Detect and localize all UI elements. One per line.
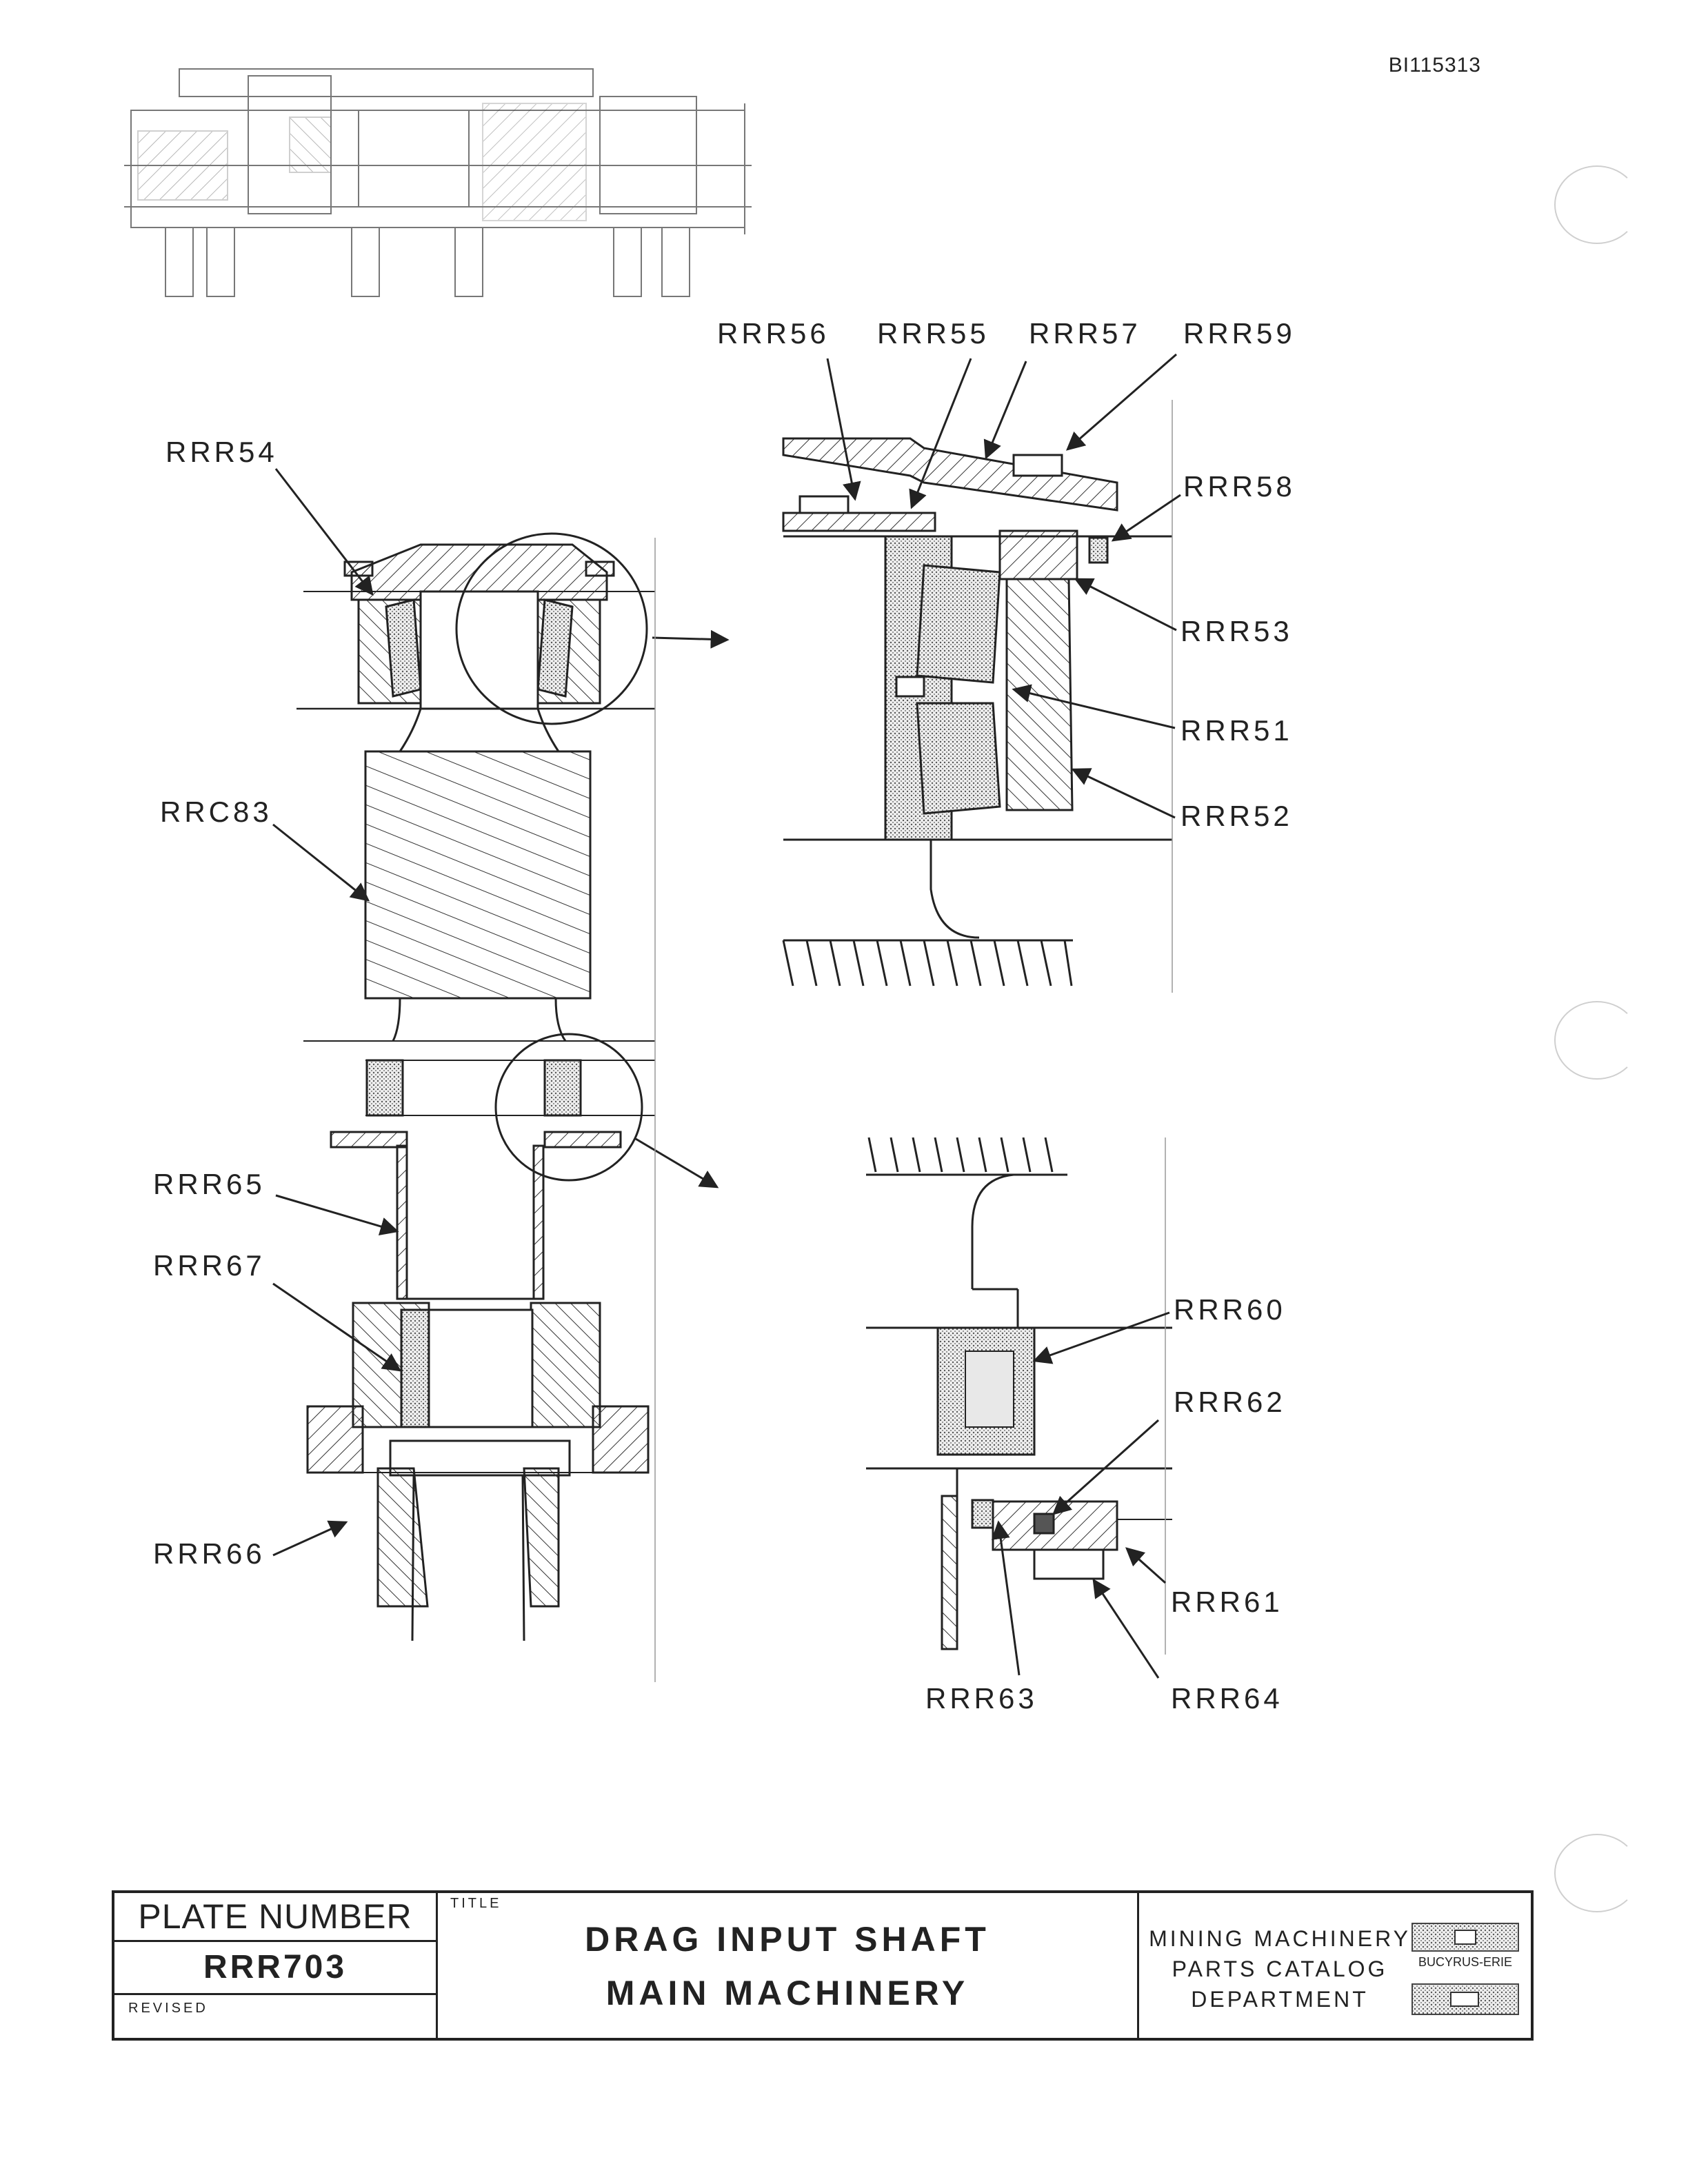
title-block: PLATE NUMBER RRR703 REVISED TITLE DRAG I… [112,1890,1534,2041]
lower-bearing-detail [866,1137,1172,1655]
callout-rrr55: RRR55 [877,317,989,350]
callout-rrr54: RRR54 [165,436,278,468]
callout-rrr61: RRR61 [1171,1586,1283,1618]
dept-line-3: DEPARTMENT [1191,1987,1369,2012]
callout-rrr59: RRR59 [1183,317,1296,350]
plate-number-header: PLATE NUMBER [114,1893,436,1942]
title-label: TITLE [450,1896,502,1911]
title-line-1: DRAG INPUT SHAFT [585,1920,990,1959]
callout-rrr51: RRR51 [1180,714,1293,747]
document-id: BI115313 [1388,54,1481,77]
callout-rrr52: RRR52 [1180,800,1293,832]
callout-rrc83: RRC83 [160,796,272,828]
binder-hole-middle [1554,1001,1640,1080]
key-map-thumbnail [124,68,752,297]
dept-line-2: PARTS CATALOG [1172,1957,1388,1981]
callout-rrr67: RRR67 [153,1249,265,1282]
plate-number: RRR703 [114,1942,436,1995]
dept-line-1: MINING MACHINERY [1149,1926,1411,1951]
callout-rrr60: RRR60 [1174,1293,1286,1326]
callout-rrr53: RRR53 [1180,615,1293,647]
callout-rrr63: RRR63 [925,1682,1038,1715]
callout-rrr64: RRR64 [1171,1682,1283,1715]
revised-label: REVISED [128,2001,208,2016]
department-cell: MINING MACHINERY PARTS CATALOG DEPARTMEN… [1139,1893,1531,2038]
callout-rrr65: RRR65 [153,1168,265,1200]
title-cell: TITLE DRAG INPUT SHAFT MAIN MACHINERY [438,1893,1139,2038]
callout-rrr57: RRR57 [1029,317,1141,350]
callout-rrr56: RRR56 [717,317,830,350]
callout-rrr62: RRR62 [1174,1386,1286,1418]
upper-bearing-detail [782,400,1173,993]
bucyrus-erie-logo: BUCYRUS-ERIE [1409,1921,1521,2017]
plate-number-cell: PLATE NUMBER RRR703 REVISED [114,1893,438,2038]
title-line-2: MAIN MACHINERY [605,1974,969,2012]
department-text: MINING MACHINERY PARTS CATALOG DEPARTMEN… [1149,1923,1411,2014]
shaft-assembly-view [297,532,730,1682]
leader-lines [272,353,1181,1679]
callout-rrr58: RRR58 [1183,470,1296,503]
binder-hole-bottom [1554,1834,1640,1912]
logo-text: BUCYRUS-ERIE [1409,1955,1521,1970]
callout-rrr66: RRR66 [153,1537,265,1570]
logo-graphic [1411,1923,1519,2015]
binder-hole-top [1554,165,1640,244]
